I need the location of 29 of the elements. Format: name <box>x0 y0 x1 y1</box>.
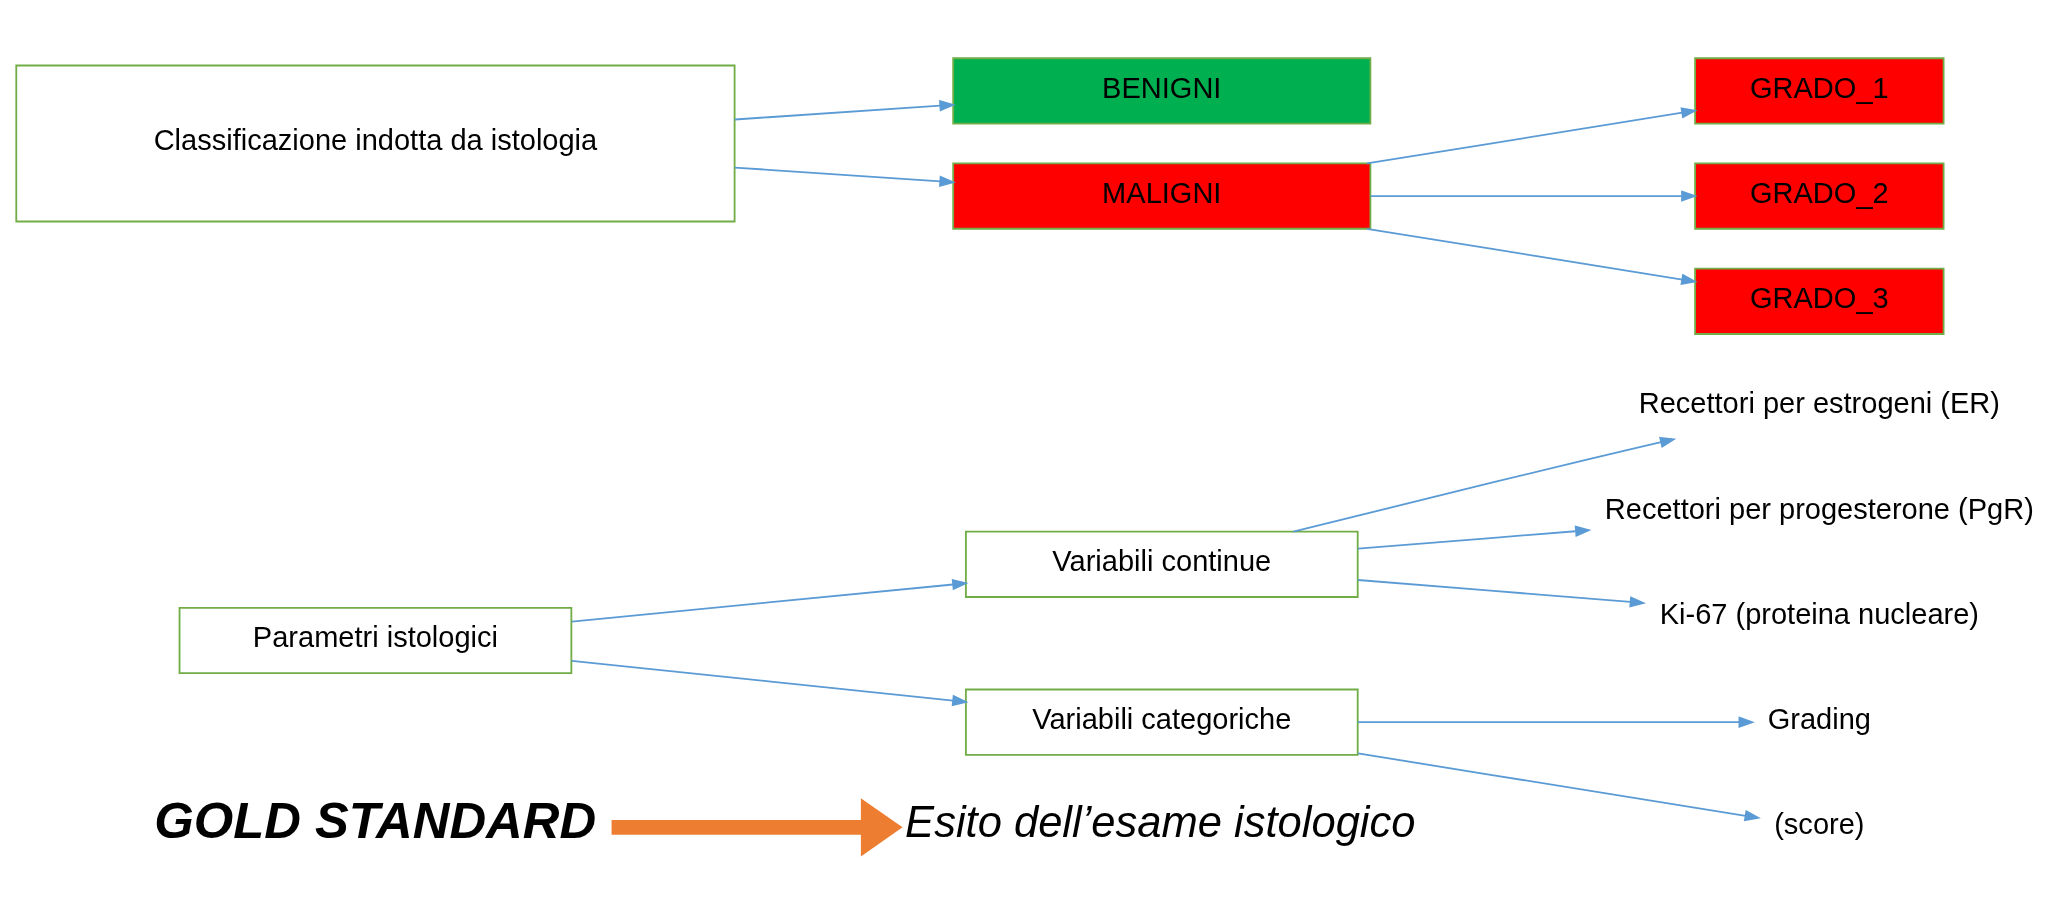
arrow <box>1357 579 1647 608</box>
node-text: GOLD STANDARD <box>154 792 597 850</box>
node-text: Ki-67 (proteina nucleare) <box>1659 597 1980 630</box>
node-text: Recettori per progesterone (PgR) <box>1604 492 2034 525</box>
node-box: GRADO_2 <box>1694 162 1945 230</box>
node-text: (score) <box>1774 808 1865 841</box>
arrow <box>570 578 969 623</box>
node-box: GRADO_3 <box>1694 267 1945 335</box>
node-box: Classificazione indotta da istologia <box>15 64 736 223</box>
node-text: Esito dell’esame istologico <box>905 797 1416 846</box>
arrow <box>570 659 969 707</box>
node-box: GRADO_1 <box>1694 57 1945 125</box>
arrow <box>1357 525 1592 550</box>
arrow <box>1366 227 1698 286</box>
node-box: MALIGNI <box>952 162 1372 230</box>
arrow <box>1369 190 1698 202</box>
node-text: Recettori per estrogeni (ER) <box>1638 387 2000 420</box>
arrow <box>611 798 903 857</box>
arrow <box>1366 107 1698 165</box>
node-text: Grading <box>1767 703 1871 736</box>
node-box: Variabili categoriche <box>964 688 1359 756</box>
arrow <box>733 166 956 187</box>
node-box: BENIGNI <box>952 57 1372 125</box>
arrow <box>1357 716 1755 728</box>
arrow <box>733 100 956 121</box>
node-box: Parametri istologici <box>178 606 573 675</box>
node-box: Variabili continue <box>964 530 1359 598</box>
arrow <box>1292 436 1677 533</box>
arrow <box>1357 752 1761 822</box>
